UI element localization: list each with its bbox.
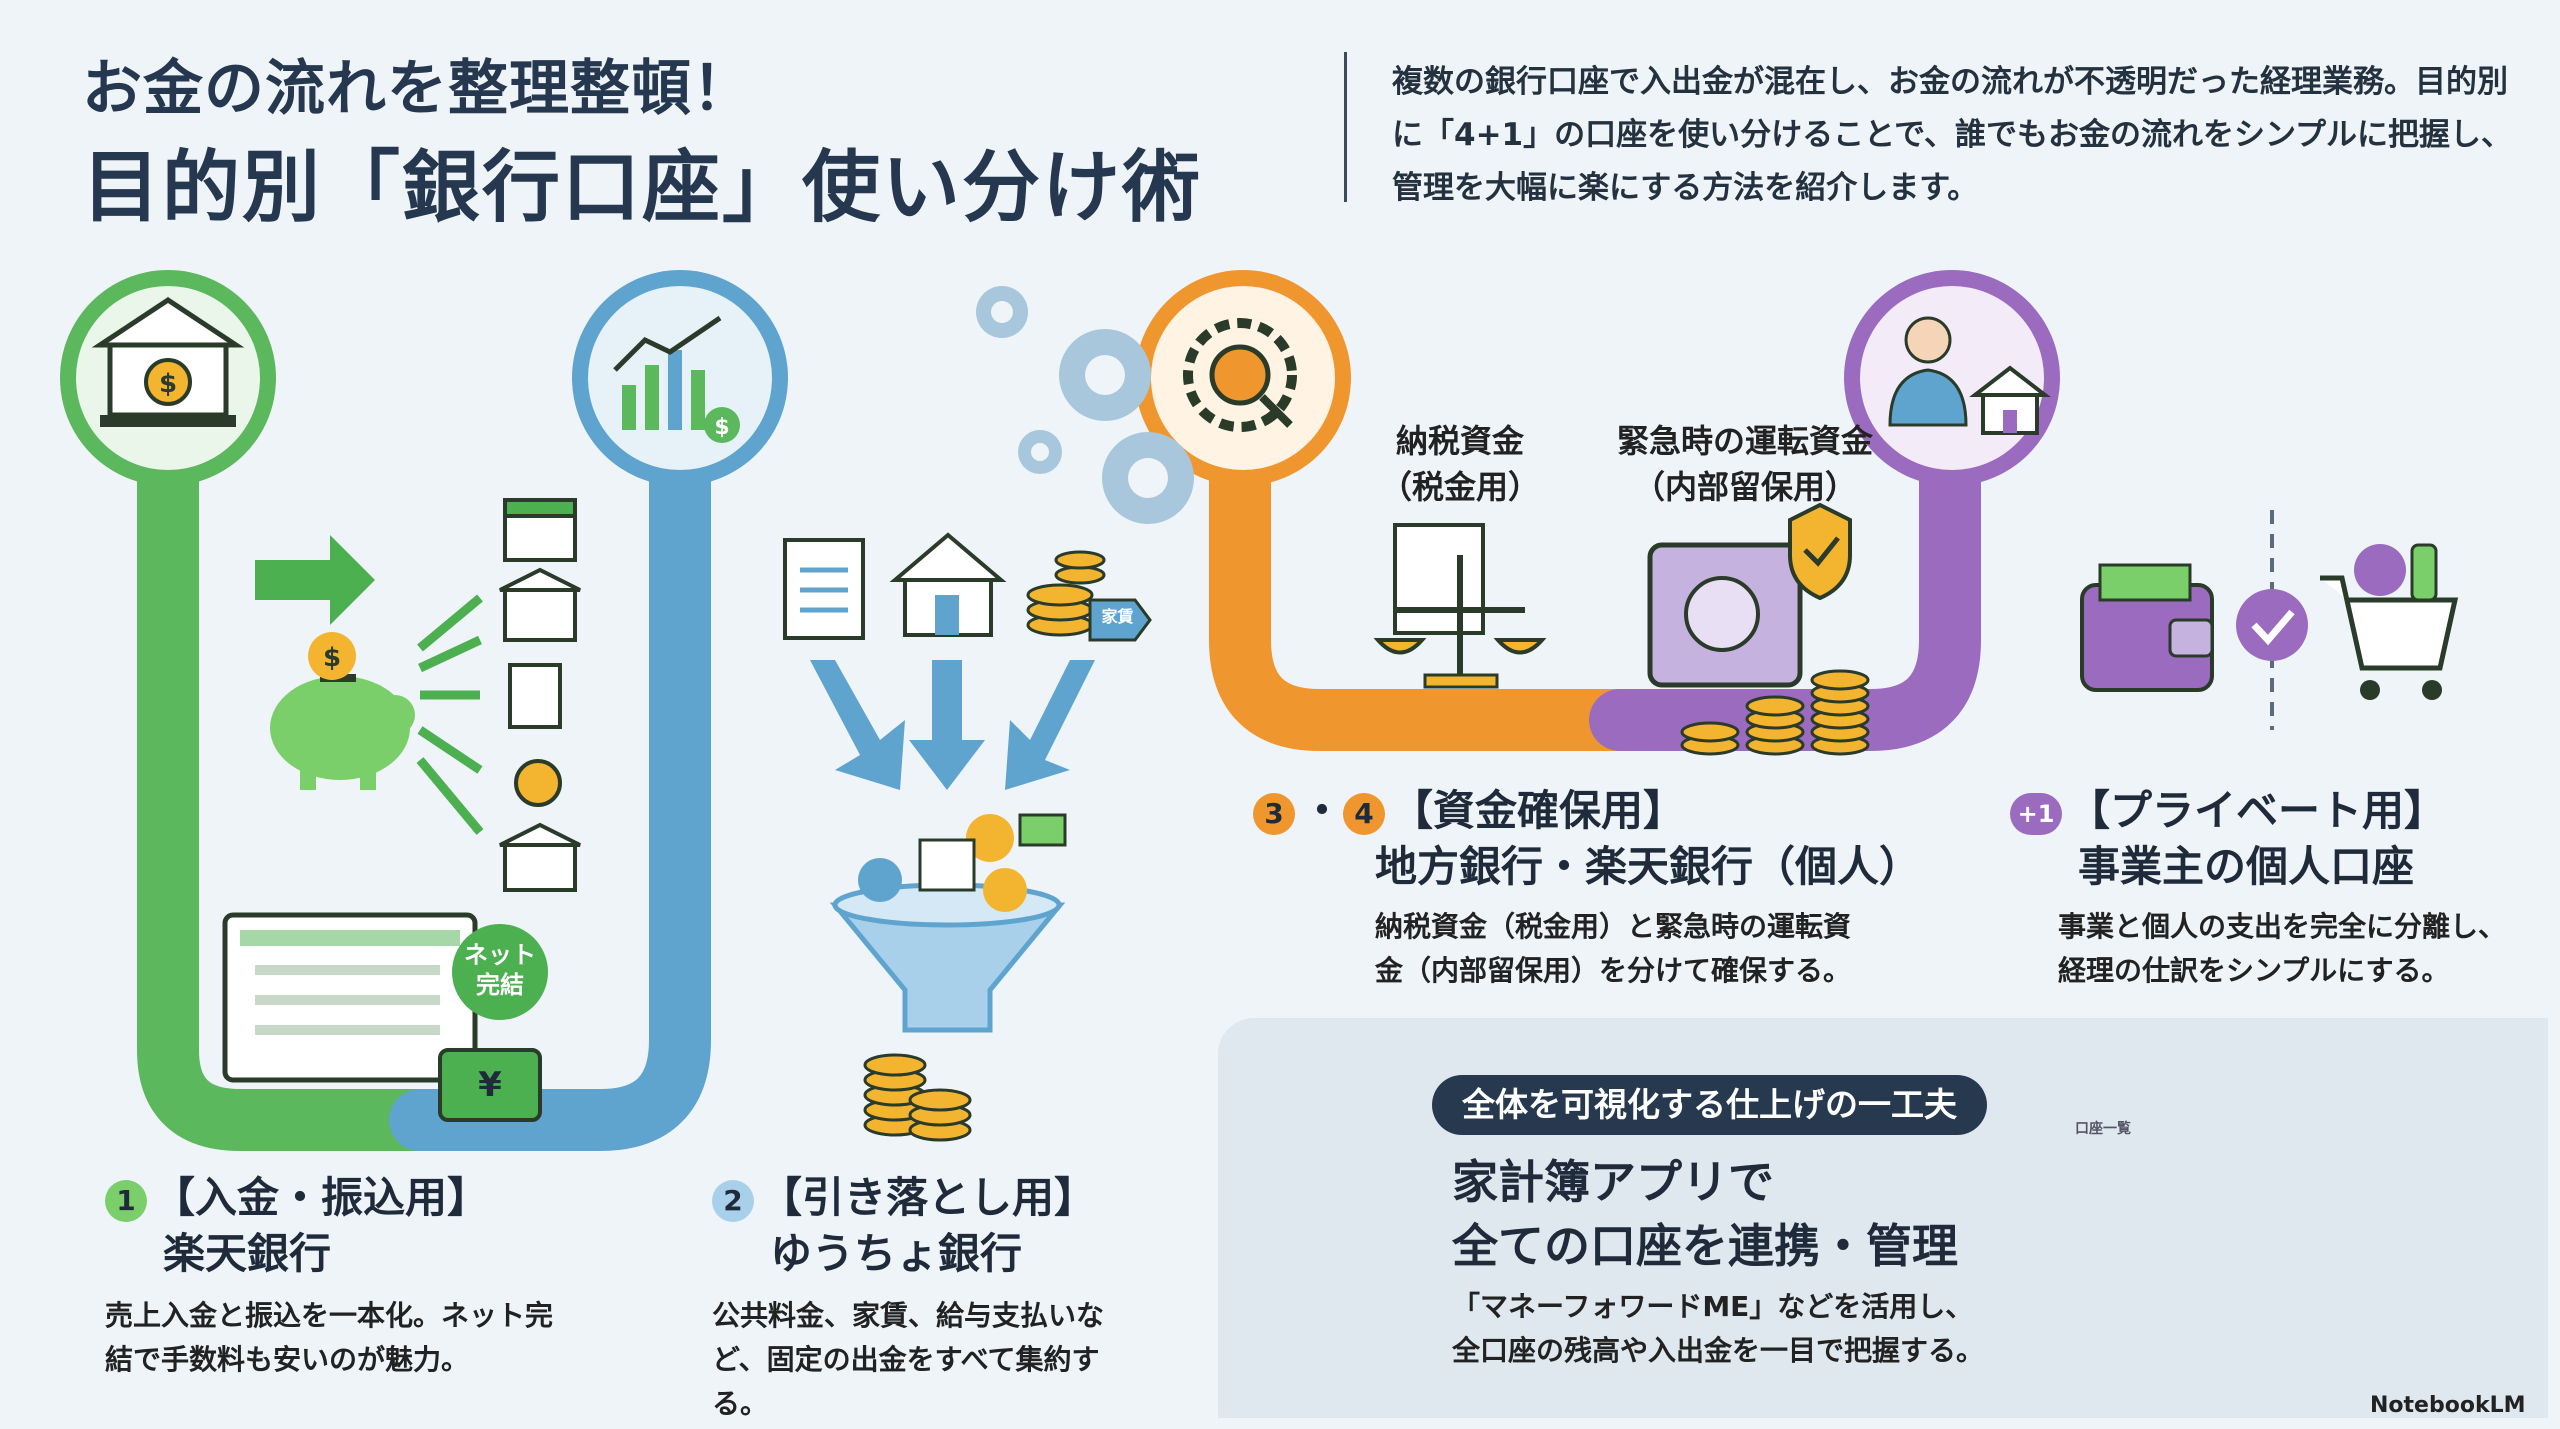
- section-deposit-bank: 楽天銀行: [163, 1229, 332, 1278]
- piggy-bank-icon: $: [270, 632, 415, 790]
- blue-flow-path: [389, 349, 711, 1151]
- laptop-header-label: 口座一覧: [2075, 1121, 2131, 1137]
- section-deposit-purpose: 【入金・振込用】: [153, 1173, 490, 1222]
- step-2-badge: 2: [712, 1179, 754, 1222]
- transfer-arrow-icon: [255, 535, 375, 625]
- step-4-badge: 4: [1343, 792, 1386, 835]
- svg-text:$: $: [159, 369, 177, 399]
- app-panel-desc: 「マネーフォワードME」などを活用し、全口座の残高や入出金を一目で把握する。: [1452, 1290, 1985, 1367]
- section-debit-title: 2【引き落とし用】 ゆうちょ銀行: [712, 1170, 1162, 1282]
- step-plus1-badge: +1: [2010, 792, 2062, 835]
- gold-coins-icon: [863, 1053, 972, 1142]
- ledger-laptop-icon: [222, 912, 548, 1122]
- page-title-line1: お金の流れを整理整頓！: [82, 54, 753, 124]
- section-reserve: 3・4【資金確保用】 地方銀行・楽天銀行（個人） 納税資金（税金用）と緊急時の運…: [1253, 783, 1953, 993]
- purple-flow-path: [1589, 369, 1981, 751]
- app-panel-title: 家計簿アプリで 全ての口座を連携・管理: [1452, 1155, 1958, 1273]
- person-circle: [1844, 270, 2060, 486]
- destination-icons: [499, 498, 581, 892]
- step-1-badge: 1: [105, 1179, 147, 1222]
- scales-of-justice-icon: [1373, 523, 1547, 689]
- section-reserve-title: 3・4【資金確保用】 地方銀行・楽天銀行（個人）: [1253, 783, 1953, 895]
- house-icon: [889, 532, 1007, 637]
- brand-label: NotebookLM: [2370, 1393, 2526, 1418]
- funnel-arrows: [810, 660, 1095, 790]
- section-debit: 2【引き落とし用】 ゆうちょ銀行 公共料金、家賃、給与支払いなど、固定の出金をす…: [712, 1170, 1162, 1426]
- section-private-purpose: 【プライベート用】: [2068, 786, 2447, 835]
- step-3-badge: 3: [1253, 792, 1295, 835]
- section-private-title: +1【プライベート用】 事業主の個人口座: [2010, 783, 2530, 895]
- net-complete-badge: ネット完結: [464, 941, 536, 999]
- section-reserve-desc: 納税資金（税金用）と緊急時の運転資金（内部留保用）を分けて確保する。: [1375, 910, 1852, 987]
- section-deposit: 1【入金・振込用】 楽天銀行 売上入金と振込を一本化。ネット完結で手数料も安いの…: [105, 1170, 625, 1382]
- growth-circle: $: [572, 270, 788, 486]
- yen-symbol: ¥: [478, 1065, 502, 1105]
- section-deposit-desc: 売上入金と振込を一本化。ネット完結で手数料も安いのが魅力。: [105, 1299, 554, 1376]
- outgoing-arrows: [416, 594, 484, 835]
- bill-document-icon: [783, 538, 865, 640]
- rent-tag-label: 家賃: [1101, 607, 1134, 626]
- shopping-cart-icon: [2320, 543, 2459, 700]
- section-reserve-bank: 地方銀行・楽天銀行（個人）: [1375, 842, 1922, 891]
- section-debit-bank: ゆうちょ銀行: [770, 1229, 1023, 1278]
- tax-fund-label: 納税資金 （税金用）: [1379, 422, 1540, 506]
- gears-decoration: [976, 286, 1194, 524]
- section-deposit-title: 1【入金・振込用】 楽天銀行: [105, 1170, 625, 1282]
- funnel-icon: [829, 813, 1067, 1033]
- section-debit-purpose: 【引き落とし用】: [760, 1173, 1097, 1222]
- gear-circle: [1135, 270, 1351, 486]
- section-reserve-purpose: 【資金確保用】: [1391, 786, 1686, 835]
- app-panel-pill: 全体を可視化する仕上げの一工夫: [1432, 1075, 1987, 1135]
- page-title-line2: 目的別「銀行口座」使い分け術: [82, 143, 1203, 233]
- svg-text:$: $: [323, 643, 341, 673]
- wallet-icon: [2080, 563, 2214, 692]
- section-private: +1【プライベート用】 事業主の個人口座 事業と個人の支出を完全に分離し、経理の…: [2010, 783, 2530, 993]
- intro-text: 複数の銀行口座で入出金が混在し、お金の流れが不透明だった経理業務。目的別に「4+…: [1392, 64, 2513, 206]
- safe-icon: [1647, 502, 1852, 688]
- reserve-fund-label: 緊急時の運転資金 （内部留保用）: [1616, 422, 1873, 506]
- svg-text:$: $: [714, 415, 729, 440]
- bank-circle: $: [60, 270, 276, 486]
- step-separator: ・: [1301, 786, 1344, 835]
- coin-stacks-icon: [1680, 669, 1870, 756]
- orange-flow-path: [1209, 359, 1651, 751]
- section-debit-desc: 公共料金、家賃、給与支払いなど、固定の出金をすべて集約する。: [712, 1299, 1105, 1420]
- header-divider: [1344, 52, 1347, 202]
- section-private-desc: 事業と個人の支出を完全に分離し、経理の仕訳をシンプルにする。: [2058, 910, 2507, 987]
- check-icon: [2236, 589, 2308, 661]
- green-flow-path: [137, 349, 451, 1151]
- section-private-bank: 事業主の個人口座: [2078, 842, 2415, 891]
- rent-tag-icon: [1088, 598, 1152, 642]
